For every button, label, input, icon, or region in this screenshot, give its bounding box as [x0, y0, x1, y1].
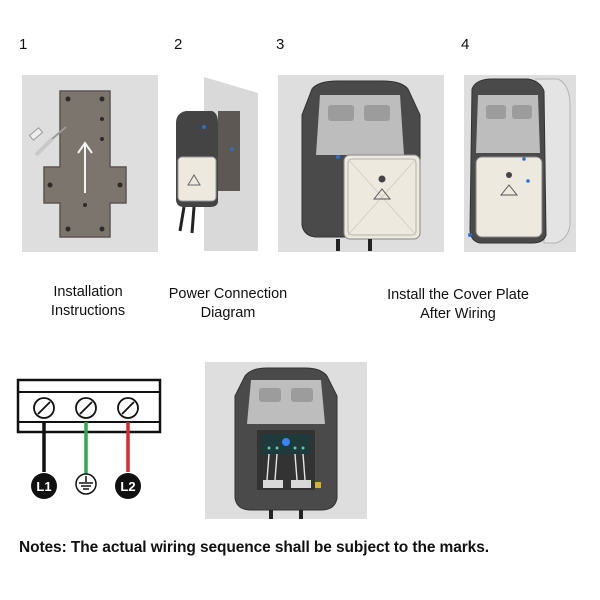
side-view-image — [170, 75, 260, 252]
terminal-label-l1: L1 — [36, 479, 51, 494]
cover-installed-image — [464, 75, 576, 252]
step-number-4: 4 — [461, 36, 470, 53]
mounting-plate-image — [22, 75, 158, 252]
wiring-note: Notes: The actual wiring sequence shall … — [19, 539, 489, 556]
caption-power-line1: Power Connection — [168, 286, 288, 302]
step-number-2: 2 — [174, 36, 183, 53]
caption-cover-plate: Install the Cover Plate After Wiring — [368, 286, 548, 324]
cover-opened-image — [278, 75, 444, 252]
step-number-1: 1 — [19, 36, 28, 53]
caption-installation-line1: Installation — [53, 284, 123, 300]
wiring-diagram: L1 L2 — [14, 376, 164, 500]
caption-cover-line2: After Wiring — [420, 306, 496, 322]
step-number-3: 3 — [276, 36, 285, 53]
caption-power-connection: Power Connection Diagram — [160, 285, 296, 323]
internal-wiring-image — [205, 362, 367, 519]
terminal-label-l2: L2 — [120, 479, 135, 494]
caption-cover-line1: Install the Cover Plate — [387, 287, 529, 303]
ground-icon — [75, 473, 97, 495]
caption-installation-line2: Instructions — [50, 303, 126, 319]
caption-power-line2: Diagram — [200, 305, 256, 321]
caption-installation: Installation Instructions — [30, 283, 146, 321]
